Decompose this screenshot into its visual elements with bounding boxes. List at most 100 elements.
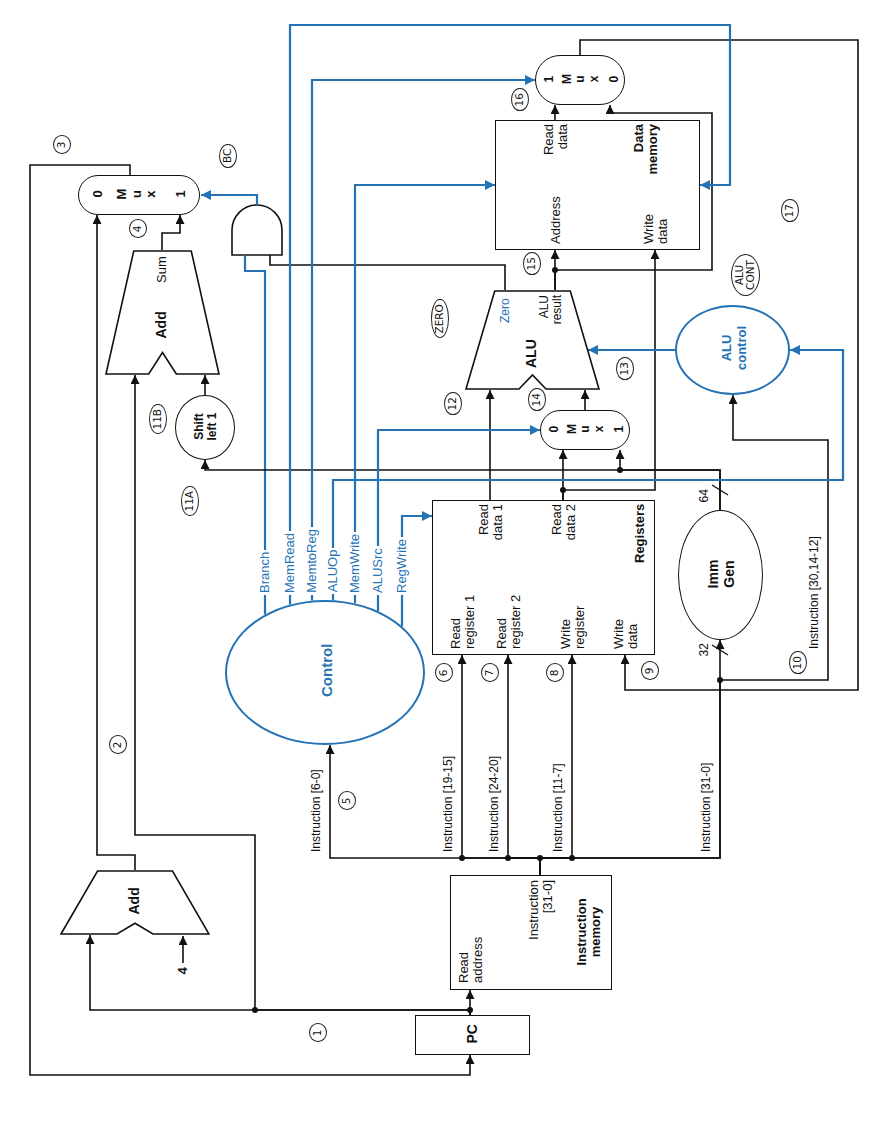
ellipse-node: Control (225, 600, 425, 745)
callout-number: 8 (546, 664, 564, 683)
node-text: Read data 1 (477, 504, 506, 550)
node-text: Imm Gen (706, 554, 737, 594)
callout-number: 7 (481, 664, 499, 683)
box-node: PC (415, 1015, 530, 1055)
data-connector (204, 375, 206, 395)
node-text: 0 (548, 426, 561, 433)
callout-number: 4 (129, 220, 147, 239)
node-text: PC (465, 1024, 481, 1043)
data-connector (540, 640, 720, 875)
data-connector (462, 655, 540, 875)
node-text: Read address (457, 923, 486, 983)
node-text: Write register (559, 583, 588, 649)
node-text: Instruction memory (575, 882, 604, 982)
data-connector (540, 395, 828, 875)
callout-number: 9 (641, 662, 659, 681)
callout-number: 11B (149, 404, 167, 435)
callout-number: BC (219, 144, 237, 168)
callout-number: 11A (181, 486, 199, 517)
mux-node: 0 M u x 1 (540, 410, 630, 450)
node-text: ALU (524, 339, 540, 368)
constant-input-wire (182, 936, 184, 963)
bus-label: Instruction [31-0] (700, 763, 713, 852)
callout-number: 5 (338, 792, 356, 811)
callout-number: 17 (781, 199, 799, 222)
node-text: 0 (608, 76, 621, 83)
zero-wire (270, 255, 505, 290)
signal-name: RegWrite (395, 537, 410, 595)
node-text: Address (549, 196, 564, 244)
branch-select-wire (201, 195, 257, 205)
and-gate (232, 205, 282, 255)
bus-label: Instruction [11-7] (552, 764, 565, 853)
node-text: Read data (542, 124, 571, 158)
signal-name: ALUOp (326, 548, 341, 595)
shape-outline (106, 251, 219, 374)
node-text: M u x (115, 187, 159, 201)
node-text: Control (319, 644, 336, 697)
node-text: Registers (633, 504, 648, 563)
data-connector (90, 935, 470, 1015)
node-text: 1 (543, 76, 556, 83)
callout-number: ALU CONT (731, 254, 760, 296)
value-label: 64 (698, 489, 711, 502)
node-text: Zero (499, 298, 512, 323)
alu-node: ZeroALU ALU result (465, 290, 600, 390)
node-text: M u x (566, 422, 606, 436)
value-label: 32 (698, 643, 711, 656)
node-text: Write data (642, 204, 671, 244)
adder-node: Add (60, 870, 210, 935)
bus-label: Instruction [30,14-12] (808, 536, 821, 649)
signal-name: Branch (258, 550, 273, 595)
mux-node: 0 M u x 1 (78, 175, 200, 215)
node-text: Read register 2 (495, 583, 524, 649)
box-node: Read address Instruction [31-0] Instructio… (450, 875, 612, 990)
node-text: Read register 1 (449, 583, 478, 649)
callout-number: 2 (109, 736, 127, 755)
control-connector (588, 349, 675, 351)
node-text: Write data (612, 609, 641, 649)
node-text: ALU control (720, 318, 749, 378)
node-text: 1 (174, 190, 189, 197)
data-connector (508, 655, 540, 875)
callout-number: 3 (53, 136, 71, 155)
signal-name: MemRead (283, 531, 298, 595)
node-text: Sum (155, 256, 170, 283)
node-text: M u x (561, 72, 601, 86)
callout-number: 16 (511, 88, 529, 111)
callout-number: 12 (444, 392, 462, 415)
data-connector (162, 215, 180, 250)
node-text: ALU result (538, 295, 565, 335)
signal-name: MemtoReg (305, 527, 320, 595)
data-connector (30, 165, 470, 1075)
node-text: 0 (91, 190, 106, 197)
data-connector (584, 390, 586, 410)
node-text: Add (127, 887, 143, 914)
node-text: Read data 2 (550, 504, 579, 550)
node-text: 1 (613, 426, 626, 433)
ellipse-node: ALU control (675, 305, 790, 395)
box-node: Address Write data Read data Data memory (495, 120, 700, 250)
callout-number: 10 (789, 651, 807, 674)
ellipse-node: Shift left 1 (175, 395, 235, 460)
box-node: Read register 1 Read register 2 Write regi… (432, 500, 655, 655)
shape-outline (61, 871, 209, 934)
node-text: Add (154, 311, 170, 338)
data-connector (540, 655, 572, 875)
node-text: Shift left 1 (193, 407, 220, 447)
mux-node: 1 M u x 0 (535, 55, 625, 105)
callout-number: 13 (616, 357, 634, 380)
bus-label: Instruction [6-0] (310, 769, 323, 852)
ellipse-node: Imm Gen (678, 510, 763, 640)
callout-number: 1 (309, 1024, 327, 1043)
adder-node: Add Sum (105, 250, 220, 375)
bus-label: Instruction [19-15] (442, 756, 455, 852)
node-text: Instruction [31-0] (527, 880, 556, 960)
bus-label: Instruction [24-20] (488, 756, 501, 852)
node-text: Data memory (632, 124, 661, 182)
shape-outline (466, 291, 599, 389)
signal-name: MemWrite (348, 532, 363, 595)
signal-name: ALUSrc (371, 546, 386, 595)
callout-number: 6 (435, 664, 453, 683)
